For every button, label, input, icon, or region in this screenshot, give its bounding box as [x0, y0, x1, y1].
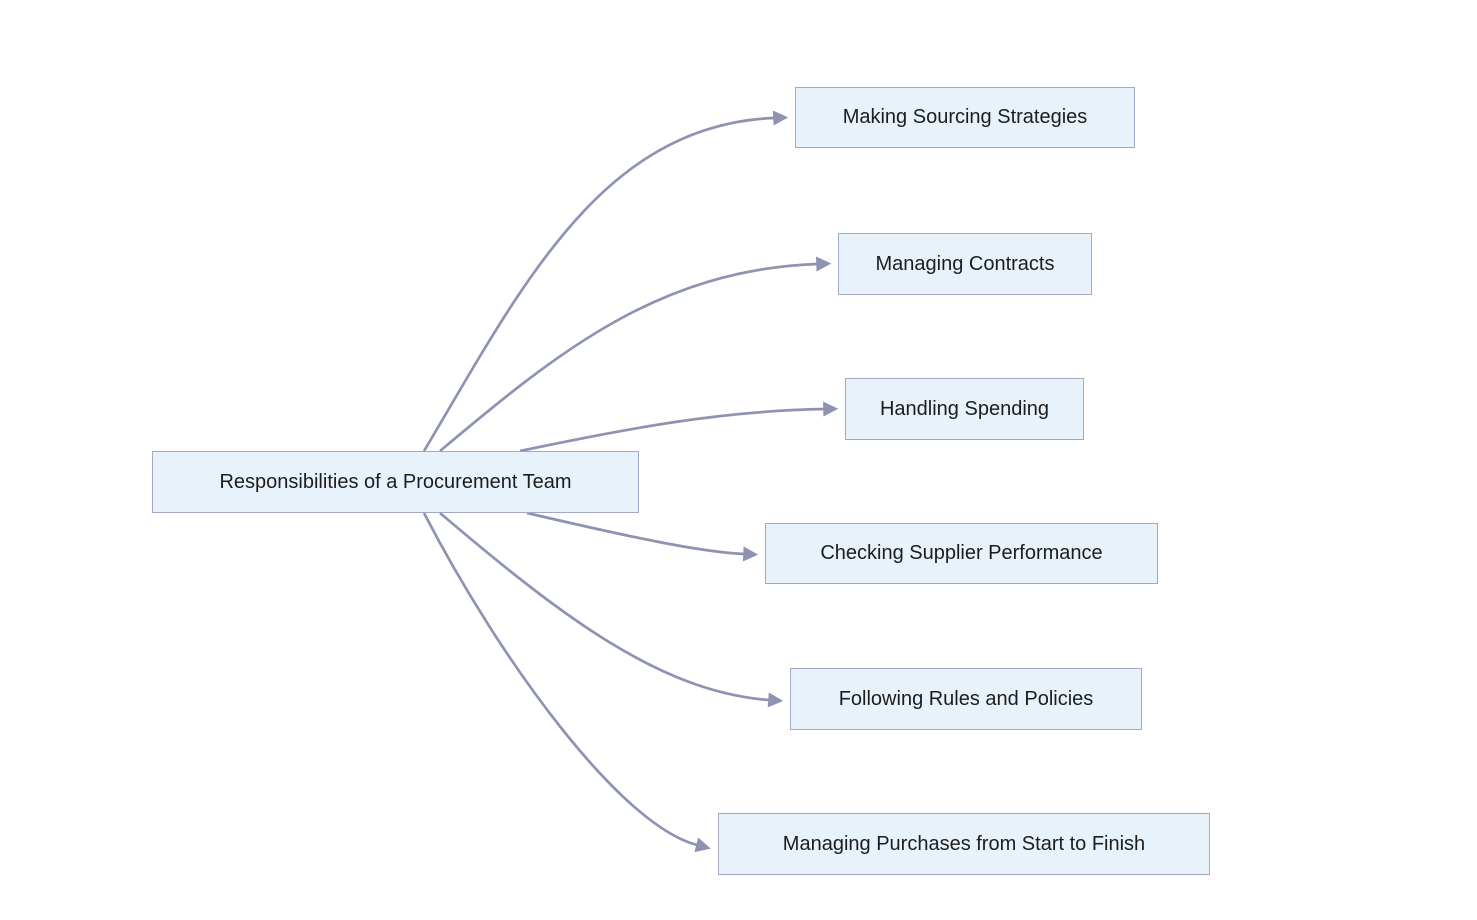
node-label: Managing Contracts [875, 252, 1055, 275]
edge-root-to-managing-contracts [439, 256, 832, 453]
node-managing-contracts: Managing Contracts [838, 233, 1092, 295]
edge-root-to-following-rules-and-policies [439, 511, 784, 708]
node-label: Making Sourcing Strategies [842, 106, 1088, 128]
node-label: Checking Supplier Performance [820, 542, 1103, 564]
edge-root-to-checking-supplier-performance [526, 511, 759, 562]
edge-root-to-handling-spending [519, 401, 839, 453]
node-label: Following Rules and Policies [838, 687, 1094, 710]
root-node-label: Responsibilities of a Procurement Team [219, 470, 572, 493]
node-label: Handling Spending [879, 397, 1050, 420]
edge-root-to-making-sourcing-strategies [422, 110, 789, 452]
node-label: Managing Purchases from Start to Finish [782, 832, 1146, 855]
edge-root-to-managing-purchases [422, 512, 711, 853]
node-making-sourcing-strategies: Making Sourcing Strategies [795, 87, 1135, 148]
node-following-rules-and-policies: Following Rules and Policies [790, 668, 1142, 730]
node-checking-supplier-performance: Checking Supplier Performance [765, 523, 1158, 584]
node-handling-spending: Handling Spending [845, 378, 1084, 440]
node-managing-purchases: Managing Purchases from Start to Finish [718, 813, 1210, 875]
root-node-procurement-team: Responsibilities of a Procurement Team [152, 451, 639, 513]
